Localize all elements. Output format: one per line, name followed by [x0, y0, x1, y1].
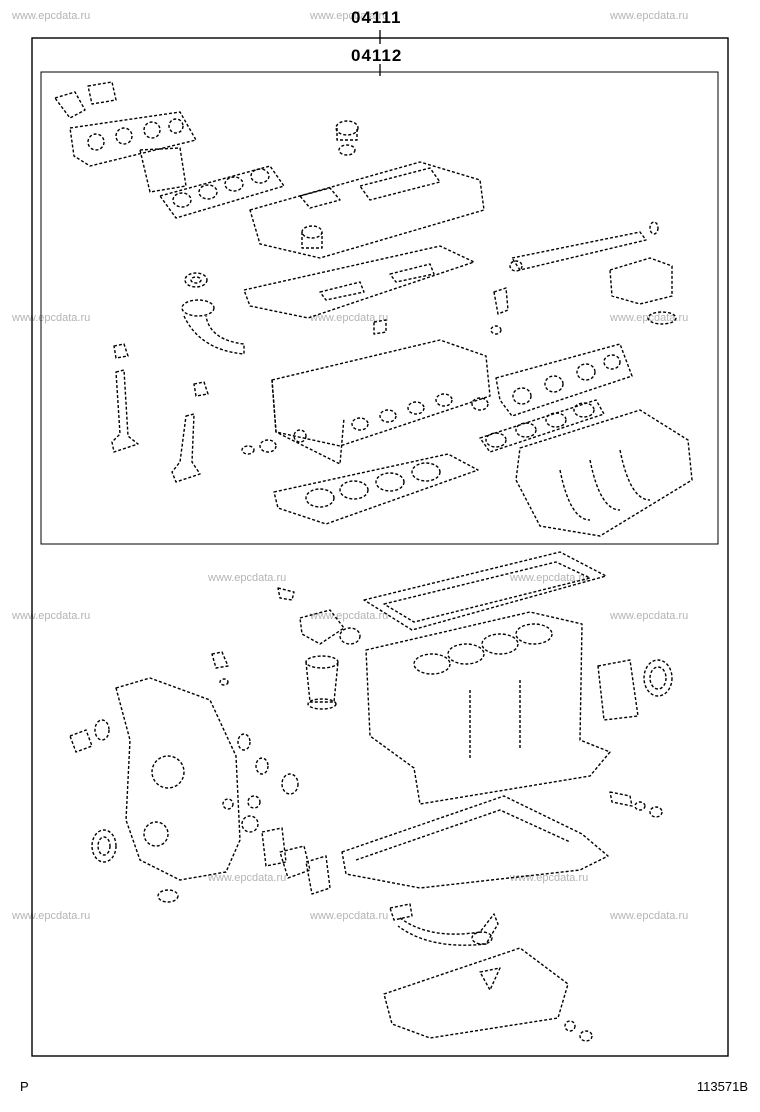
watermark: www.epcdata.ru: [610, 910, 689, 922]
valve-stem-seal: [113, 343, 209, 397]
rear-seal-retainer: [597, 659, 673, 721]
inner-kit-frame: [40, 71, 719, 545]
exhaust-manifold-gasket: [54, 81, 197, 193]
water-pump-gasket: [261, 773, 331, 895]
valve-cover-gasket: [243, 245, 475, 319]
block-top-gasket: [363, 551, 607, 631]
outer-kit-code: 04111: [351, 8, 402, 27]
exhaust-port-gasket: [159, 165, 285, 219]
small-plug: [373, 319, 387, 335]
camshaft-seal: [184, 272, 208, 288]
oil-filter: [305, 655, 339, 710]
page-marker: P: [20, 1079, 29, 1094]
watermark: www.epcdata.ru: [610, 10, 689, 22]
oil-pan-lower: [383, 947, 569, 1039]
front-crank-seal: [91, 829, 117, 863]
timing-chain-cover: [115, 677, 241, 881]
bolt: [277, 587, 295, 601]
watermark: www.epcdata.ru: [208, 572, 287, 584]
outer-kit-frame: [31, 37, 729, 1057]
oil-pan-upper: [341, 795, 609, 889]
watermark: www.epcdata.ru: [510, 872, 589, 884]
intake-manifold-gasket: [495, 343, 633, 417]
watermark: www.epcdata.ru: [310, 910, 389, 922]
watermark: www.epcdata.ru: [510, 572, 589, 584]
cylinder-head-gasket: [273, 453, 479, 525]
watermark: www.epcdata.ru: [610, 312, 689, 324]
watermark: www.epcdata.ru: [310, 610, 389, 622]
cover-o-rings: [69, 719, 269, 903]
oil-filler-cap: [335, 120, 359, 156]
illustration-number: 113571B: [696, 1079, 748, 1094]
cam-position-sensor: [490, 287, 509, 335]
intake-manifold: [515, 409, 693, 537]
intake-port-gasket: [479, 399, 605, 453]
fuel-delivery-pipe: [509, 221, 659, 272]
watermark: www.epcdata.ru: [12, 10, 91, 22]
drain-plug: [609, 791, 663, 818]
oil-pressure-switch: [211, 651, 229, 686]
watermark: www.epcdata.ru: [208, 872, 287, 884]
thermostat-housing: [609, 257, 677, 325]
plug-tube-seal: [241, 439, 277, 455]
exhaust-valve: [171, 413, 201, 483]
valve-cover: [249, 161, 485, 259]
water-inlet: [299, 609, 361, 645]
drain-plug-washer: [564, 1020, 593, 1042]
inner-kit-code: 04112: [351, 46, 403, 65]
watermark: www.epcdata.ru: [610, 610, 689, 622]
cylinder-head: [271, 339, 491, 465]
watermark: www.epcdata.ru: [310, 312, 389, 324]
water-outlet-pipe: [181, 299, 245, 355]
intake-valve: [111, 369, 139, 453]
oil-strainer: [389, 903, 499, 946]
watermark: www.epcdata.ru: [310, 10, 389, 22]
cylinder-block: [365, 611, 611, 805]
